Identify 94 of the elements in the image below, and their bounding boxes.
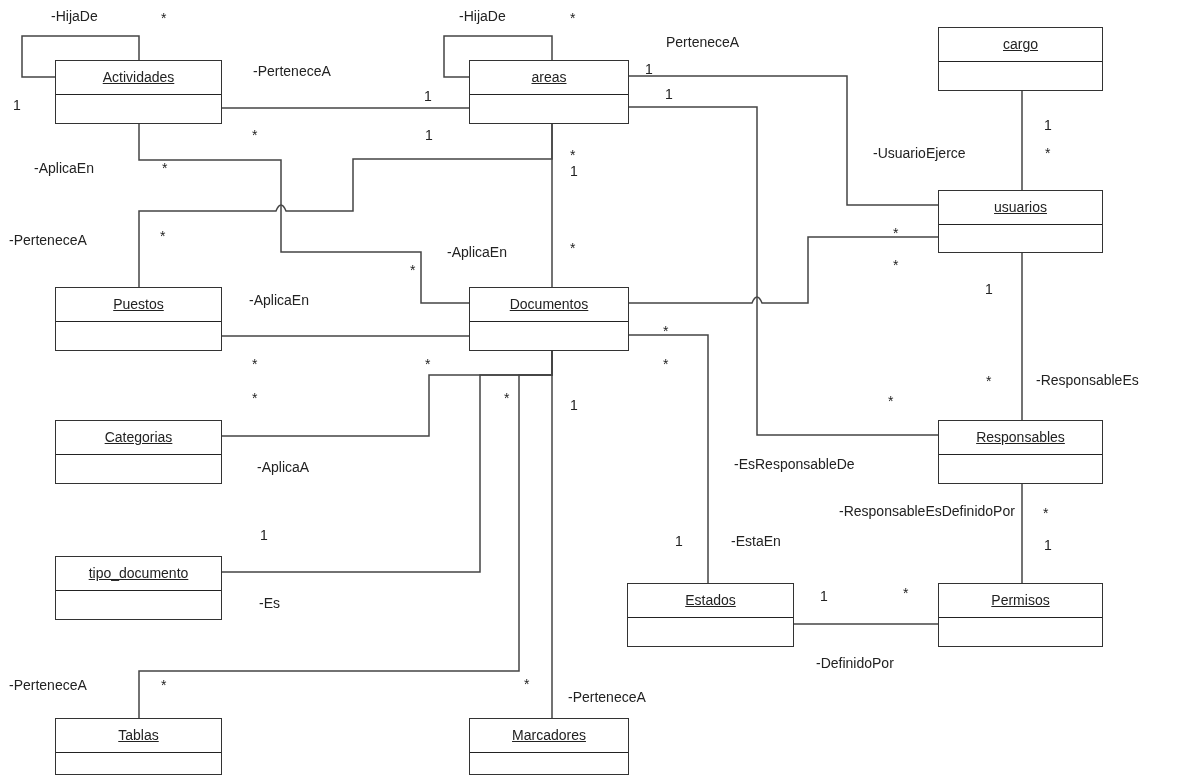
association-line bbox=[1021, 483, 1023, 584]
multiplicity-label: 1 bbox=[260, 527, 268, 543]
role-label: PerteneceA bbox=[665, 34, 741, 50]
role-label: -PerteneceA bbox=[8, 232, 88, 248]
association-line bbox=[1021, 252, 1023, 421]
multiplicity-label: * bbox=[893, 257, 899, 273]
class-box bbox=[938, 190, 1103, 253]
class-name: areas bbox=[531, 69, 567, 85]
multiplicity-label: * bbox=[252, 127, 258, 143]
multiplicity-label: * bbox=[161, 10, 167, 26]
role-label: -PerteneceA bbox=[8, 677, 88, 693]
multiplicity-label: * bbox=[410, 262, 416, 278]
multiplicity-label: * bbox=[504, 390, 510, 406]
role-label: -Es bbox=[258, 595, 281, 611]
association-line bbox=[138, 123, 470, 304]
association-line bbox=[628, 106, 939, 436]
multiplicity-label: 1 bbox=[1044, 117, 1052, 133]
multiplicity-label: * bbox=[570, 240, 576, 256]
class-name: usuarios bbox=[994, 199, 1047, 215]
role-label: -EstaEn bbox=[730, 533, 782, 549]
role-label: -PerteneceA bbox=[567, 689, 647, 705]
class-name: Puestos bbox=[113, 296, 164, 312]
role-label: -EsResponsableDe bbox=[733, 456, 856, 472]
multiplicity-label: * bbox=[160, 228, 166, 244]
role-label: -AplicaEn bbox=[248, 292, 310, 308]
class-name: Responsables bbox=[976, 429, 1065, 445]
role-label: -AplicaEn bbox=[33, 160, 95, 176]
multiplicity-label: 1 bbox=[665, 86, 673, 102]
multiplicity-label: * bbox=[570, 10, 576, 26]
multiplicity-label: * bbox=[524, 676, 530, 692]
role-label: -ResponsableEsDefinidoPor bbox=[838, 503, 1016, 519]
class-name: tipo_documento bbox=[88, 565, 189, 581]
multiplicity-label: 1 bbox=[570, 397, 578, 413]
association-line bbox=[221, 335, 470, 337]
multiplicity-label: * bbox=[425, 356, 431, 372]
role-label: -ResponsableEs bbox=[1035, 372, 1140, 388]
class-box bbox=[938, 27, 1103, 91]
association-line bbox=[628, 75, 939, 206]
multiplicity-label: * bbox=[893, 225, 899, 241]
multiplicity-label: * bbox=[1043, 505, 1049, 521]
class-box bbox=[55, 60, 222, 124]
multiplicity-label: * bbox=[903, 585, 909, 601]
role-label: -AplicaEn bbox=[446, 244, 508, 260]
class-box bbox=[55, 420, 222, 484]
association-line bbox=[443, 35, 553, 78]
role-label: -AplicaA bbox=[256, 459, 311, 475]
multiplicity-label: * bbox=[252, 390, 258, 406]
multiplicity-label: * bbox=[162, 160, 168, 176]
association-line bbox=[221, 107, 470, 109]
class-name: Permisos bbox=[991, 592, 1050, 608]
association-line bbox=[793, 623, 939, 625]
multiplicity-label: 1 bbox=[985, 281, 993, 297]
multiplicity-label: 1 bbox=[570, 163, 578, 179]
class-box bbox=[55, 718, 222, 775]
class-box bbox=[938, 583, 1103, 647]
role-label: -PerteneceA bbox=[252, 63, 332, 79]
multiplicity-label: 1 bbox=[424, 88, 432, 104]
class-box bbox=[469, 287, 629, 351]
association-line bbox=[21, 35, 140, 78]
association-line bbox=[628, 236, 939, 304]
multiplicity-label: 1 bbox=[645, 61, 653, 77]
multiplicity-label: 1 bbox=[1044, 537, 1052, 553]
class-box bbox=[938, 420, 1103, 484]
multiplicity-label: * bbox=[252, 356, 258, 372]
class-box bbox=[55, 287, 222, 351]
class-name: Estados bbox=[685, 592, 736, 608]
multiplicity-label: * bbox=[986, 373, 992, 389]
role-label: -HijaDe bbox=[50, 8, 99, 24]
multiplicity-label: 1 bbox=[820, 588, 828, 604]
association-line bbox=[1021, 90, 1023, 191]
class-box bbox=[55, 556, 222, 620]
class-name: Categorias bbox=[104, 429, 173, 445]
class-name: Documentos bbox=[509, 296, 589, 312]
association-line bbox=[551, 123, 553, 288]
class-box bbox=[469, 718, 629, 775]
role-label: -UsuarioEjerce bbox=[872, 145, 967, 161]
association-line bbox=[628, 334, 709, 584]
multiplicity-label: * bbox=[888, 393, 894, 409]
class-box bbox=[469, 60, 629, 124]
class-name: Actividades bbox=[102, 69, 175, 85]
class-name: cargo bbox=[1003, 36, 1038, 52]
multiplicity-label: 1 bbox=[425, 127, 433, 143]
multiplicity-label: * bbox=[663, 323, 669, 339]
class-name: Marcadores bbox=[512, 727, 586, 743]
multiplicity-label: * bbox=[1045, 145, 1051, 161]
role-label: -HijaDe bbox=[458, 8, 507, 24]
multiplicity-label: * bbox=[663, 356, 669, 372]
role-label: -DefinidoPor bbox=[815, 655, 895, 671]
multiplicity-label: 1 bbox=[13, 97, 21, 113]
multiplicity-label: * bbox=[161, 677, 167, 693]
multiplicity-label: 1 bbox=[675, 533, 683, 549]
class-name: Tablas bbox=[118, 727, 159, 743]
multiplicity-label: * bbox=[570, 147, 576, 163]
class-box bbox=[627, 583, 794, 647]
